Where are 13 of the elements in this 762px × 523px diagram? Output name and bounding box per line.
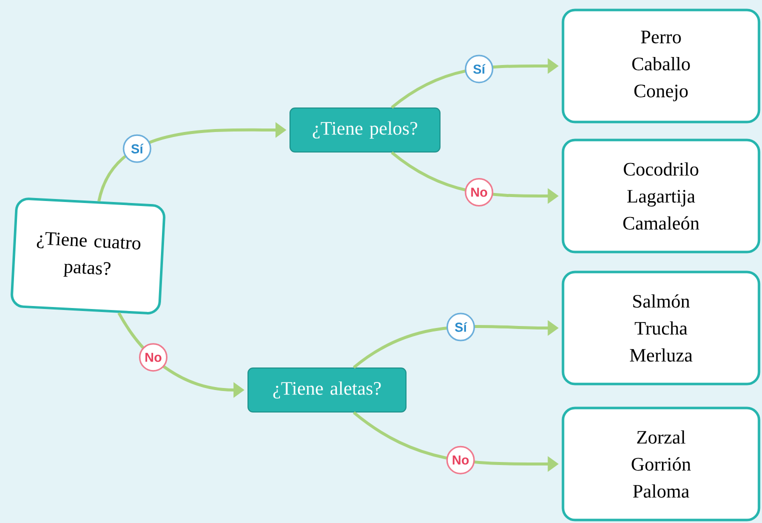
question-box: ¿Tiene aletas? xyxy=(248,368,406,412)
edge-label: No xyxy=(145,352,162,362)
question-box: ¿Tiene cuatro patas? xyxy=(10,198,166,314)
answer-box: Salmón Trucha Merluza xyxy=(562,270,760,386)
answer-box: Cocodrilo Lagartija Camaleón xyxy=(562,138,760,254)
edge-label: Sí xyxy=(454,322,468,332)
question-box: ¿Tiene pelos? xyxy=(290,108,440,152)
answer-box: Perro Caballo Conejo xyxy=(562,8,760,124)
edge-label: No xyxy=(452,456,469,465)
edge-label: Sí xyxy=(473,64,486,74)
edge-label: No xyxy=(471,188,488,197)
answer-box: Zorzal Gorrión Paloma xyxy=(562,406,760,522)
edge-label: Sí xyxy=(131,144,144,154)
